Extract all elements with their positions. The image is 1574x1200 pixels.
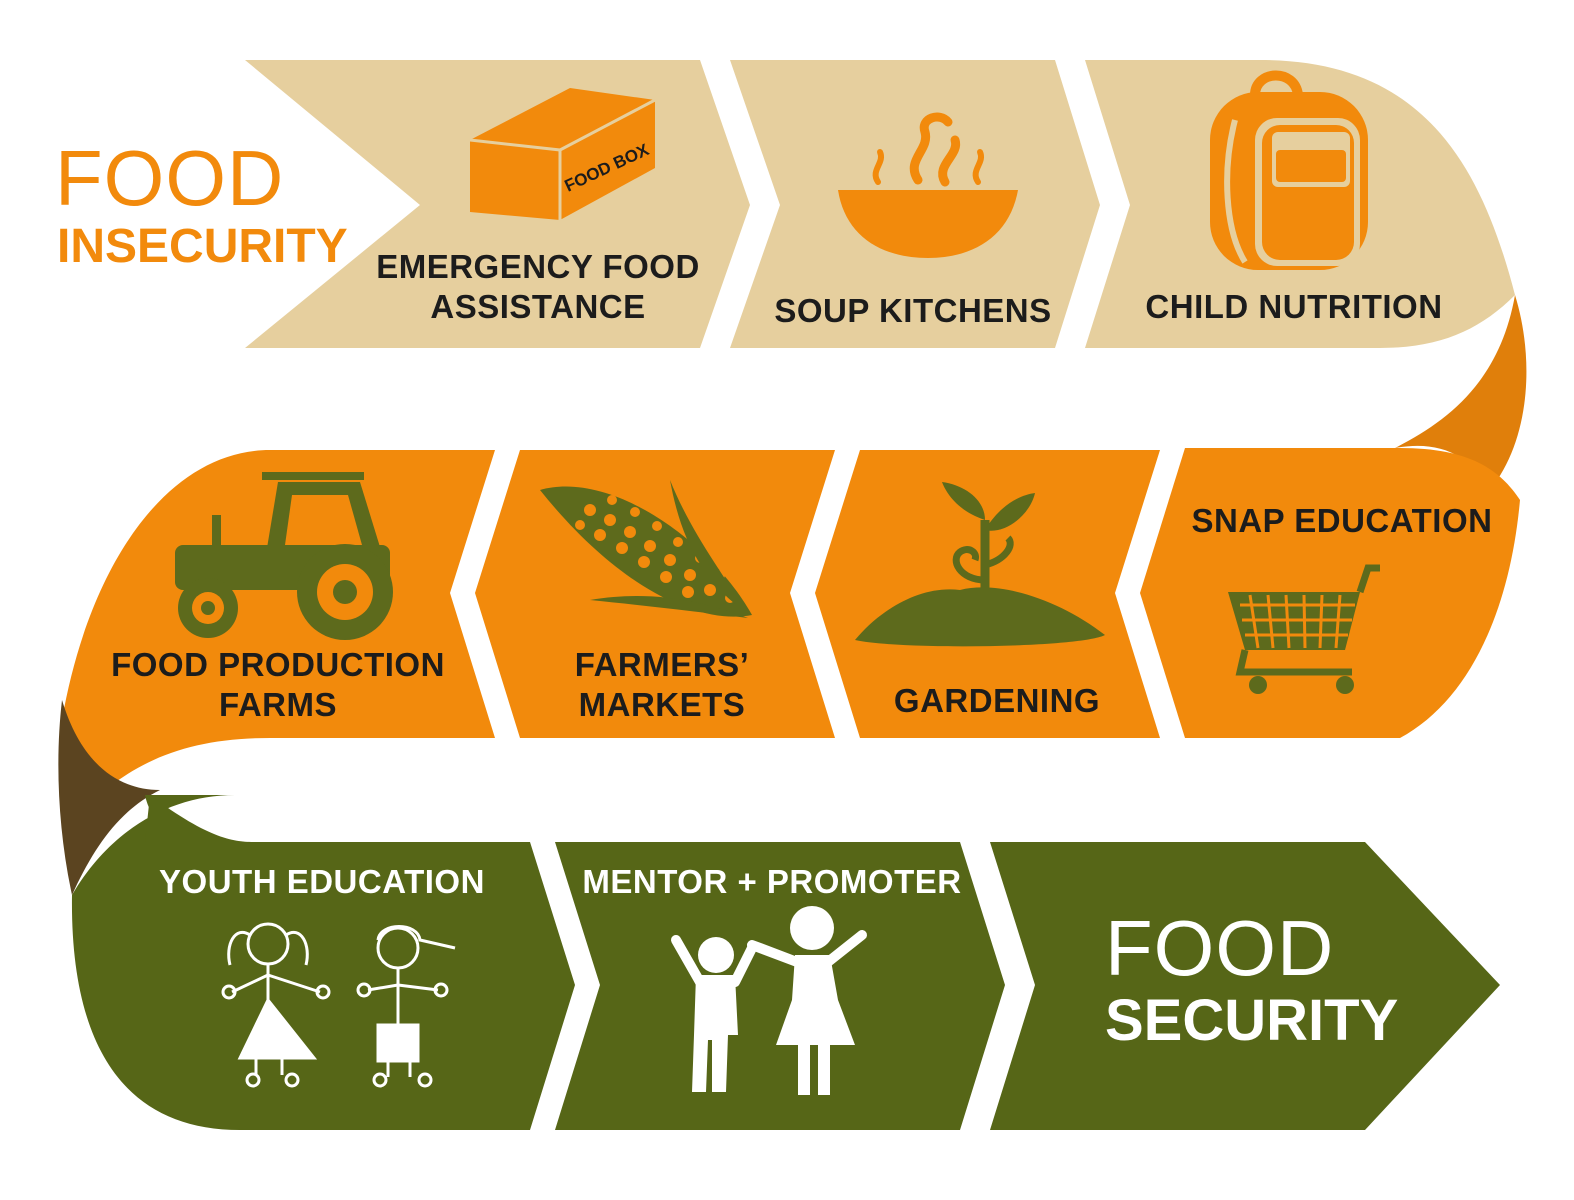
gardening-label: GARDENING xyxy=(894,682,1100,719)
start-label-line1: FOOD xyxy=(55,134,284,222)
step-food-production-farms xyxy=(62,450,495,830)
soup-bowl-icon xyxy=(838,112,1018,258)
children-icon xyxy=(221,922,456,1088)
row3-band xyxy=(71,795,1500,1130)
farmers-markets-label-line1: FARMERS’ xyxy=(575,646,750,683)
food-production-label-line1: FOOD PRODUCTION xyxy=(111,646,445,683)
step-farmers-markets xyxy=(475,450,835,738)
row2-band xyxy=(62,448,1520,830)
corn-icon xyxy=(540,480,752,618)
mentor-icons xyxy=(671,906,867,1095)
food-production-label-line2: FARMS xyxy=(219,686,337,723)
step-mentor-promoter xyxy=(555,842,1005,1130)
emergency-food-label-line2: ASSISTANCE xyxy=(430,288,645,325)
food-box-icon: FOOD BOX xyxy=(469,88,656,220)
sprout-icon xyxy=(855,482,1105,647)
tractor-icon xyxy=(175,472,393,640)
end-label-line1: FOOD xyxy=(1105,904,1334,992)
soup-kitchens-label: SOUP KITCHENS xyxy=(774,292,1051,329)
mentor-promoter-label: MENTOR + PROMOTER xyxy=(582,863,961,900)
shopping-cart-icon xyxy=(1228,564,1380,694)
right-turn xyxy=(1395,295,1527,490)
left-turn xyxy=(58,700,160,895)
child-nutrition-label: CHILD NUTRITION xyxy=(1145,288,1442,325)
end-arrow-food-security xyxy=(990,842,1500,1130)
start-label-line2: INSECURITY xyxy=(57,220,348,273)
farmers-markets-label-line2: MARKETS xyxy=(579,686,746,723)
emergency-food-label-line1: EMERGENCY FOOD xyxy=(376,248,700,285)
end-label-line2: SECURITY xyxy=(1105,988,1398,1053)
youth-education-label: YOUTH EDUCATION xyxy=(159,863,485,900)
step-youth-education xyxy=(71,795,575,1130)
snap-education-label: SNAP EDUCATION xyxy=(1192,502,1493,539)
backpack-icon xyxy=(1210,70,1368,270)
